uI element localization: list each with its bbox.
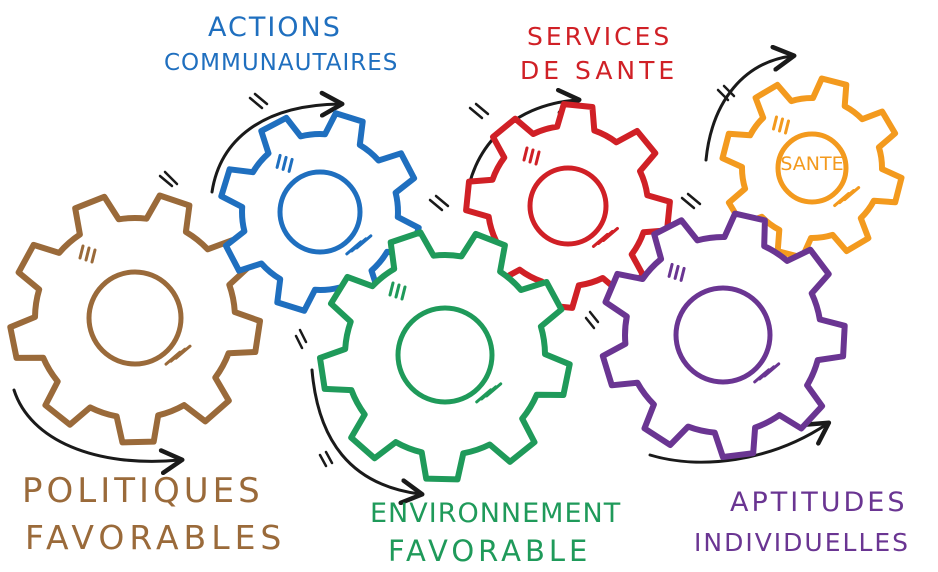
motion-tick: [428, 198, 444, 212]
gear-environnement-favorable-shading: [388, 281, 503, 404]
gear-sante-body: [719, 75, 905, 261]
motion-tick: [588, 310, 600, 324]
arrow-to-actions: [210, 90, 345, 194]
actions-line2: COMMUNAUTAIRES: [164, 50, 399, 76]
environnement-line1: ENVIRONNEMENT: [370, 498, 622, 529]
gear-aptitudes-individuelles-shading: [667, 262, 781, 384]
gear-aptitudes-individuelles-hub: [673, 285, 773, 385]
gear-politiques-favorables: [7, 192, 263, 446]
gear-aptitudes-individuelles-body: [599, 210, 848, 460]
motion-tick: [468, 106, 484, 120]
aptitudes-individuelles-label-line2: INDIVIDUELLES: [694, 530, 910, 555]
politiques-favorables-label-line2: FAVORABLES: [25, 521, 286, 554]
actions-communautaires-label: ACTIONS: [208, 14, 342, 41]
gear-sante-hub: [775, 131, 849, 205]
arrow-to-sante: [704, 44, 797, 162]
motion-tick: [158, 174, 174, 188]
gear-services-de-sante: [463, 101, 673, 311]
politiques-line1: POLITIQUES: [22, 471, 264, 511]
motion-tick: [163, 170, 179, 186]
gears: [7, 75, 905, 483]
politiques-line2: FAVORABLES: [25, 518, 287, 557]
aptitudes-line1: APTITUDES: [730, 487, 908, 518]
motion-tick: [722, 84, 736, 98]
gear-aptitudes-individuelles: [599, 210, 848, 460]
gear-sante: [719, 75, 905, 261]
motion-tick: [253, 92, 269, 106]
arrow-politiques: [12, 388, 185, 476]
sante-label: SANTE: [780, 153, 843, 175]
gear-services-de-sante-hub: [527, 165, 609, 247]
gear-environnement-favorable-body: [317, 229, 573, 483]
environnement-favorable-label-line2: FAVORABLE: [388, 537, 591, 566]
motion-tick: [318, 453, 328, 468]
arrow-aptitudes: [648, 420, 832, 464]
motion-tick: [474, 102, 490, 116]
actions-communautaires-label-line2: COMMUNAUTAIRES: [164, 52, 398, 75]
actions-line1: ACTIONS: [208, 12, 342, 43]
aptitudes-line2: INDIVIDUELLES: [694, 528, 911, 557]
motion-tick: [434, 194, 450, 208]
motion-tick: [584, 316, 596, 330]
motion-tick: [680, 196, 696, 210]
gear-politiques-favorables-shading: [78, 244, 192, 366]
aptitudes-individuelles-label: APTITUDES: [730, 489, 907, 516]
gear-politiques-favorables-hub: [86, 269, 184, 367]
motion-tick: [716, 88, 730, 102]
gear-services-de-sante-shading: [522, 146, 619, 248]
gear-politiques-favorables-body: [7, 192, 263, 446]
gear-services-de-sante-body: [463, 101, 673, 311]
gear-actions-communautaires-shading: [275, 153, 373, 256]
gear-environnement-favorable-hub: [395, 305, 495, 405]
services-de-sante-label: SERVICES: [527, 24, 672, 49]
services-line2: DE SANTE: [520, 56, 679, 85]
motion-tick: [324, 450, 334, 465]
services-de-sante-label-line2: DE SANTE: [520, 58, 678, 83]
motion-tick: [298, 328, 308, 344]
gear-environnement-favorable: [317, 229, 573, 483]
arrow-environnement: [310, 368, 425, 506]
services-line1: SERVICES: [527, 22, 673, 51]
motion-tick: [294, 334, 304, 350]
gear-actions-communautaires-hub: [277, 169, 363, 255]
gear-actions-communautaires: [218, 110, 422, 314]
motion-tick: [686, 192, 702, 206]
gear-sante-shading: [772, 115, 861, 208]
politiques-favorables-label: POLITIQUES: [22, 474, 264, 508]
environnement-favorable-label: ENVIRONNEMENT: [370, 500, 621, 527]
environnement-line2: FAVORABLE: [388, 534, 592, 568]
motion-tick: [248, 96, 264, 110]
